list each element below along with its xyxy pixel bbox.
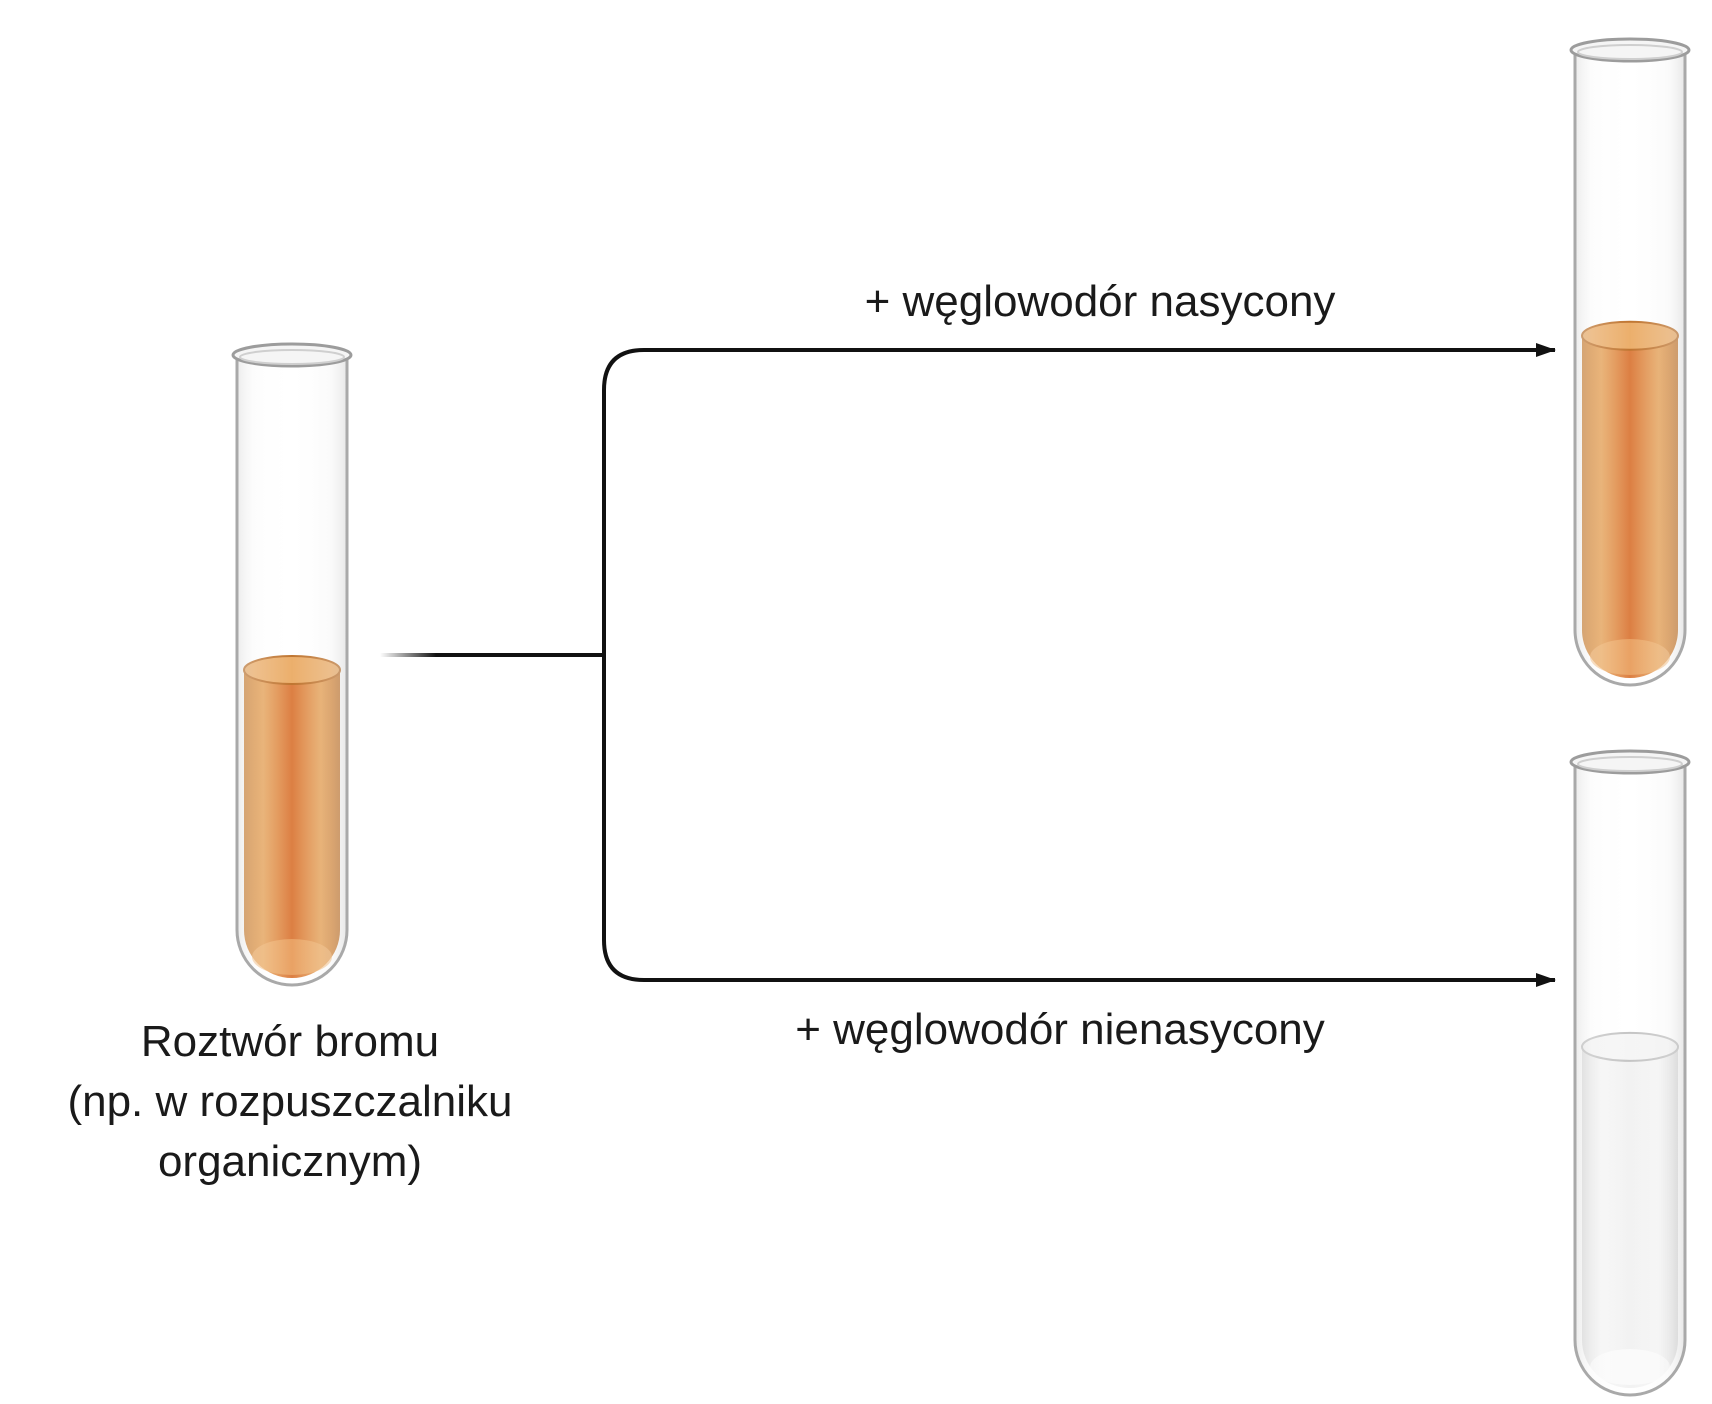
branch-connector-bottom: [602, 655, 1556, 987]
unsaturated-result-test-tube: [1569, 749, 1691, 1397]
glass-body: [1575, 762, 1685, 1395]
glass-rim: [1569, 749, 1691, 775]
glass-rim: [1569, 37, 1691, 63]
glass-outline: [1573, 762, 1687, 1397]
glass-body: [237, 355, 347, 985]
saturated-hydrocarbon-label: + węglowodór nasycony: [864, 277, 1336, 326]
source-test-tube: [231, 342, 353, 987]
saturated-result-test-tube: [1569, 37, 1691, 687]
bromine-solution-label-line-3: organicznym): [157, 1137, 423, 1186]
unsaturated-hydrocarbon-label: + węglowodór nienasycony: [795, 1005, 1325, 1054]
glass-outline: [235, 355, 349, 987]
glass-rim-inner: [1577, 44, 1683, 60]
glass-rim-inner: [1577, 756, 1683, 772]
glass-body: [1575, 50, 1685, 685]
bromine-solution-label-line-2: (np. w rozpuszczalniku: [67, 1077, 513, 1126]
branch-connector-top: [602, 343, 1556, 655]
glass-outline: [1573, 50, 1687, 687]
glass-rim: [231, 342, 353, 368]
bromine-solution-label-line-1: Roztwór bromu: [140, 1017, 440, 1066]
glass-rim-inner: [239, 349, 345, 365]
bromine-solution-label: Roztwór bromu (np. w rozpuszczalniku org…: [20, 1012, 560, 1192]
source-connector-line: [380, 653, 604, 657]
